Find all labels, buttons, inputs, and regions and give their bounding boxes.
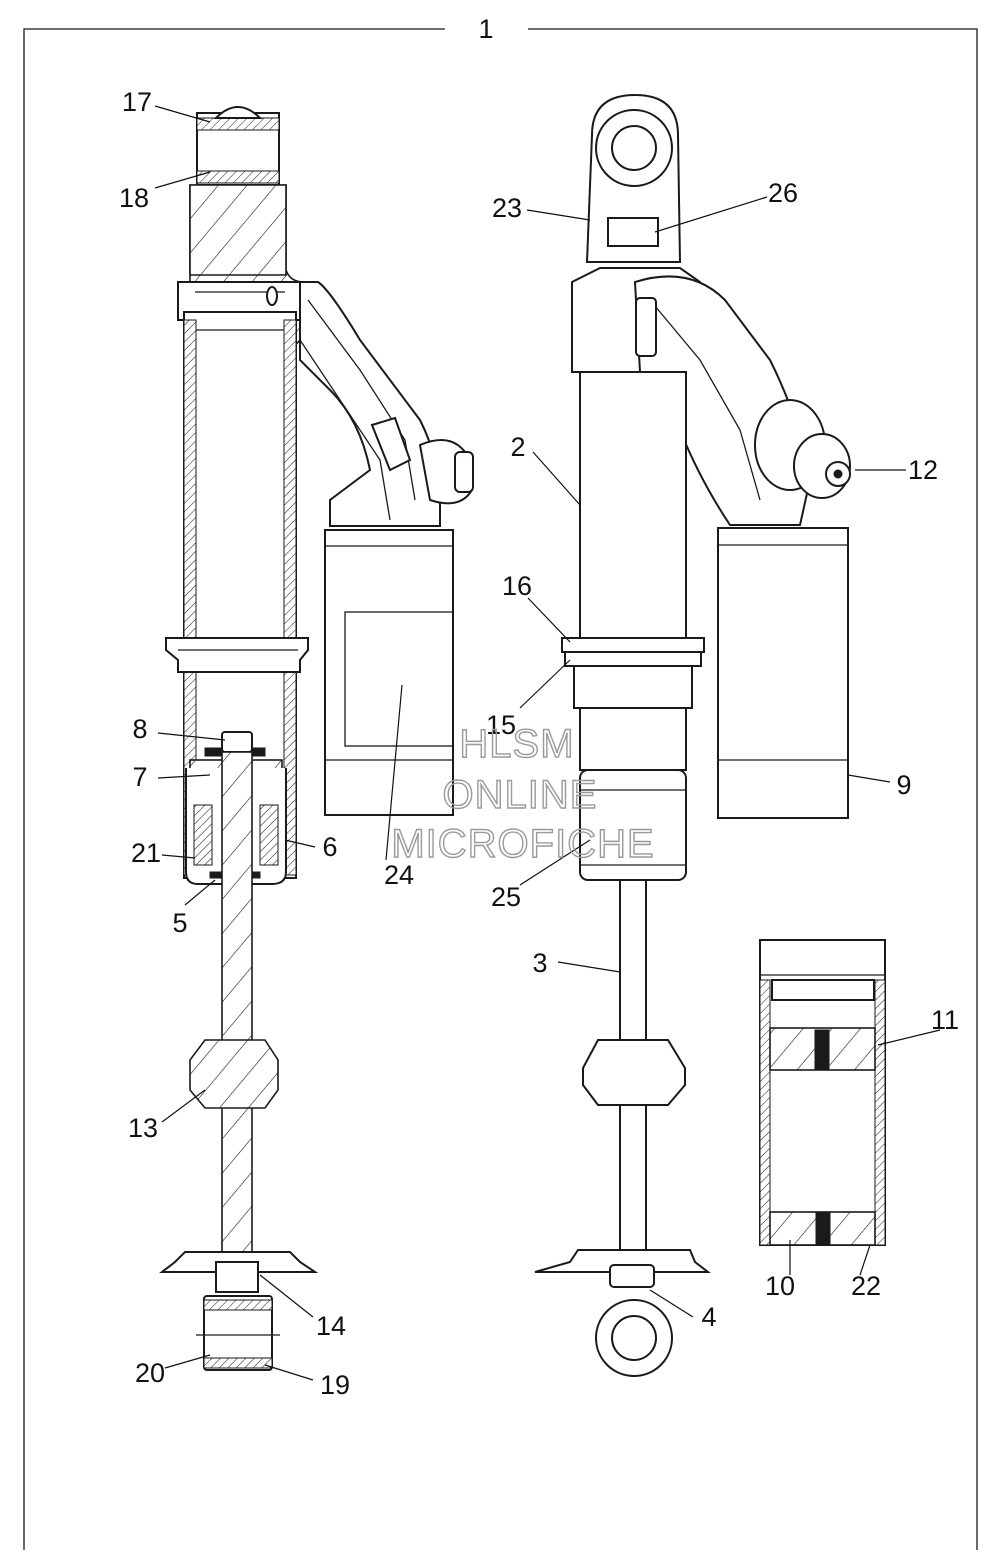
callout-2: 2 (510, 432, 525, 462)
callout-13: 13 (128, 1113, 158, 1143)
callout-15: 15 (486, 710, 516, 740)
callout-17: 17 (122, 87, 152, 117)
callout-3: 3 (532, 948, 547, 978)
callout-22: 22 (851, 1271, 881, 1301)
callout-23: 23 (492, 193, 522, 223)
reservoir-section (324, 529, 454, 816)
exterior-view (534, 93, 851, 1377)
watermark: HLSM ONLINE MICROFICHE (391, 721, 655, 866)
callout-16: 16 (502, 571, 532, 601)
callout-25: 25 (491, 882, 521, 912)
label-plate (607, 217, 659, 247)
reservoir-piston-inset (759, 939, 886, 1246)
callout-18: 18 (119, 183, 149, 213)
callout-21: 21 (131, 838, 161, 868)
callout-4: 4 (701, 1302, 716, 1332)
assembly-number: 1 (478, 14, 493, 44)
callout-10: 10 (765, 1271, 795, 1301)
callout-8: 8 (132, 714, 147, 744)
callout-24: 24 (384, 860, 414, 890)
drawing-frame: 1 (23, 14, 978, 1550)
callout-19: 19 (320, 1370, 350, 1400)
callout-26: 26 (768, 178, 798, 208)
watermark-line-2: ONLINE (443, 773, 598, 817)
callout-12: 12 (908, 455, 938, 485)
callout-9: 9 (896, 770, 911, 800)
callout-20: 20 (135, 1358, 165, 1388)
top-eye-section (196, 106, 280, 186)
callout-14: 14 (316, 1311, 346, 1341)
watermark-line-1: HLSM (459, 722, 574, 766)
callout-7: 7 (132, 762, 147, 792)
callouts: 17 18 8 7 21 5 6 13 14 20 19 24 23 26 2 … (119, 87, 959, 1400)
top-eye (585, 93, 682, 263)
reservoir (717, 527, 849, 819)
callout-11: 11 (931, 1005, 959, 1035)
callout-6: 6 (322, 832, 337, 862)
leader-lines (154, 105, 941, 1381)
section-view (159, 106, 474, 1371)
watermark-line-3: MICROFICHE (391, 822, 654, 866)
callout-5: 5 (172, 908, 187, 938)
